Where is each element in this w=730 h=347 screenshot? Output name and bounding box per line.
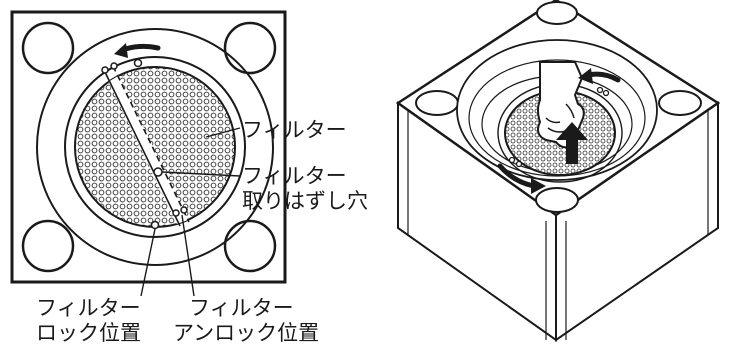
corner-cap-bottom-left [21,219,75,273]
top-view-panel [10,10,287,297]
corner-cap-top-left [21,21,75,75]
lock-dot-bottom-b [172,209,180,217]
corner-cap-far [536,1,578,25]
corner-cap-near [535,187,579,213]
leader-removal-hole [161,171,241,177]
up-arrow-icon [556,122,588,164]
label-lock-line1: フィルター [36,296,141,320]
filter-housing-ring [36,28,274,266]
lock-dot-top-b [110,62,118,70]
label-removal-hole-line2: 取りはずし穴 [242,189,368,213]
corner-cap-right [658,90,702,116]
perspective-view-panel [395,0,721,342]
housing-ring-inner [468,59,646,177]
lock-dot-top-a [101,66,109,74]
corner-cap-top-right [223,21,277,75]
label-unlock-line1: フィルター [189,296,294,320]
corner-cap-bottom-right [223,219,277,273]
removal-hole [153,167,163,177]
lock-dot-top-c [133,58,143,68]
filter-handle-bar-edge-a [103,69,181,227]
filter-mesh [74,66,236,228]
leader-filter [205,127,241,138]
lock-dot-bottom-c [180,206,188,214]
label-lock-line2: ロック位置 [36,321,141,345]
label-removal-hole-line1: フィルター [242,164,347,188]
leader-lock [140,228,156,297]
leader-unlock [181,214,195,297]
clockwise-arrow-icon [497,163,546,194]
counterclockwise-arrow-icon [114,43,161,58]
label-filter: フィルター [242,118,347,142]
filter-handle-bar-edge-b [112,65,190,223]
counterclockwise-arrow-icon [578,68,621,84]
lock-dot-bottom-a [150,220,160,230]
label-unlock-line2: アンロック位置 [173,321,319,345]
corner-cap-left [415,90,459,116]
